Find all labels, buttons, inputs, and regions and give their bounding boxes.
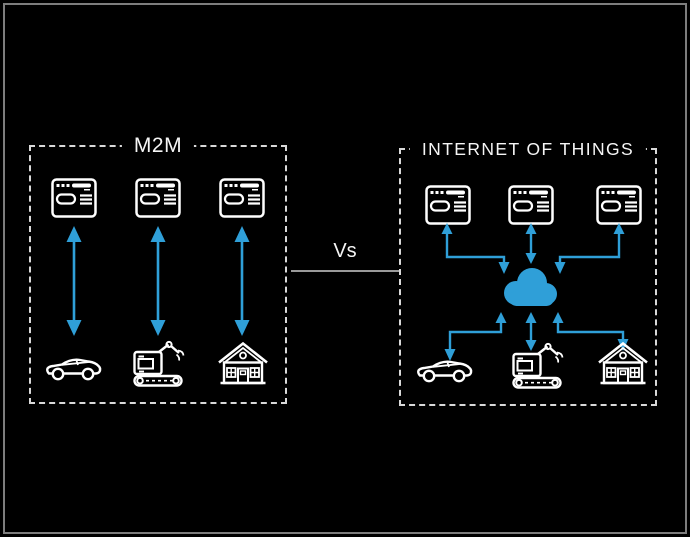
iot-panel: INTERNET OF THINGS <box>399 137 657 406</box>
app-window-icon <box>425 185 471 225</box>
double-arrow-icon <box>150 226 166 336</box>
app-window-icon <box>219 178 265 218</box>
vs-divider: Vs <box>287 240 403 276</box>
vs-label: Vs <box>333 240 357 262</box>
double-arrow-icon <box>66 226 82 336</box>
divider-line <box>291 270 399 272</box>
house-icon <box>598 341 648 385</box>
app-window-icon <box>51 178 97 218</box>
network-connectors <box>441 223 629 361</box>
house-icon <box>218 341 268 385</box>
m2m-title: M2M <box>121 134 195 158</box>
industrial-robot-icon <box>512 342 564 389</box>
industrial-robot-icon <box>133 340 185 387</box>
iot-title: INTERNET OF THINGS <box>409 137 647 161</box>
cloud-icon <box>504 268 557 306</box>
car-icon <box>417 360 473 383</box>
double-arrow-icon <box>234 226 250 336</box>
app-window-icon <box>135 178 181 218</box>
outer-frame <box>3 3 687 534</box>
car-icon <box>46 358 102 381</box>
m2m-panel: M2M <box>29 134 287 404</box>
